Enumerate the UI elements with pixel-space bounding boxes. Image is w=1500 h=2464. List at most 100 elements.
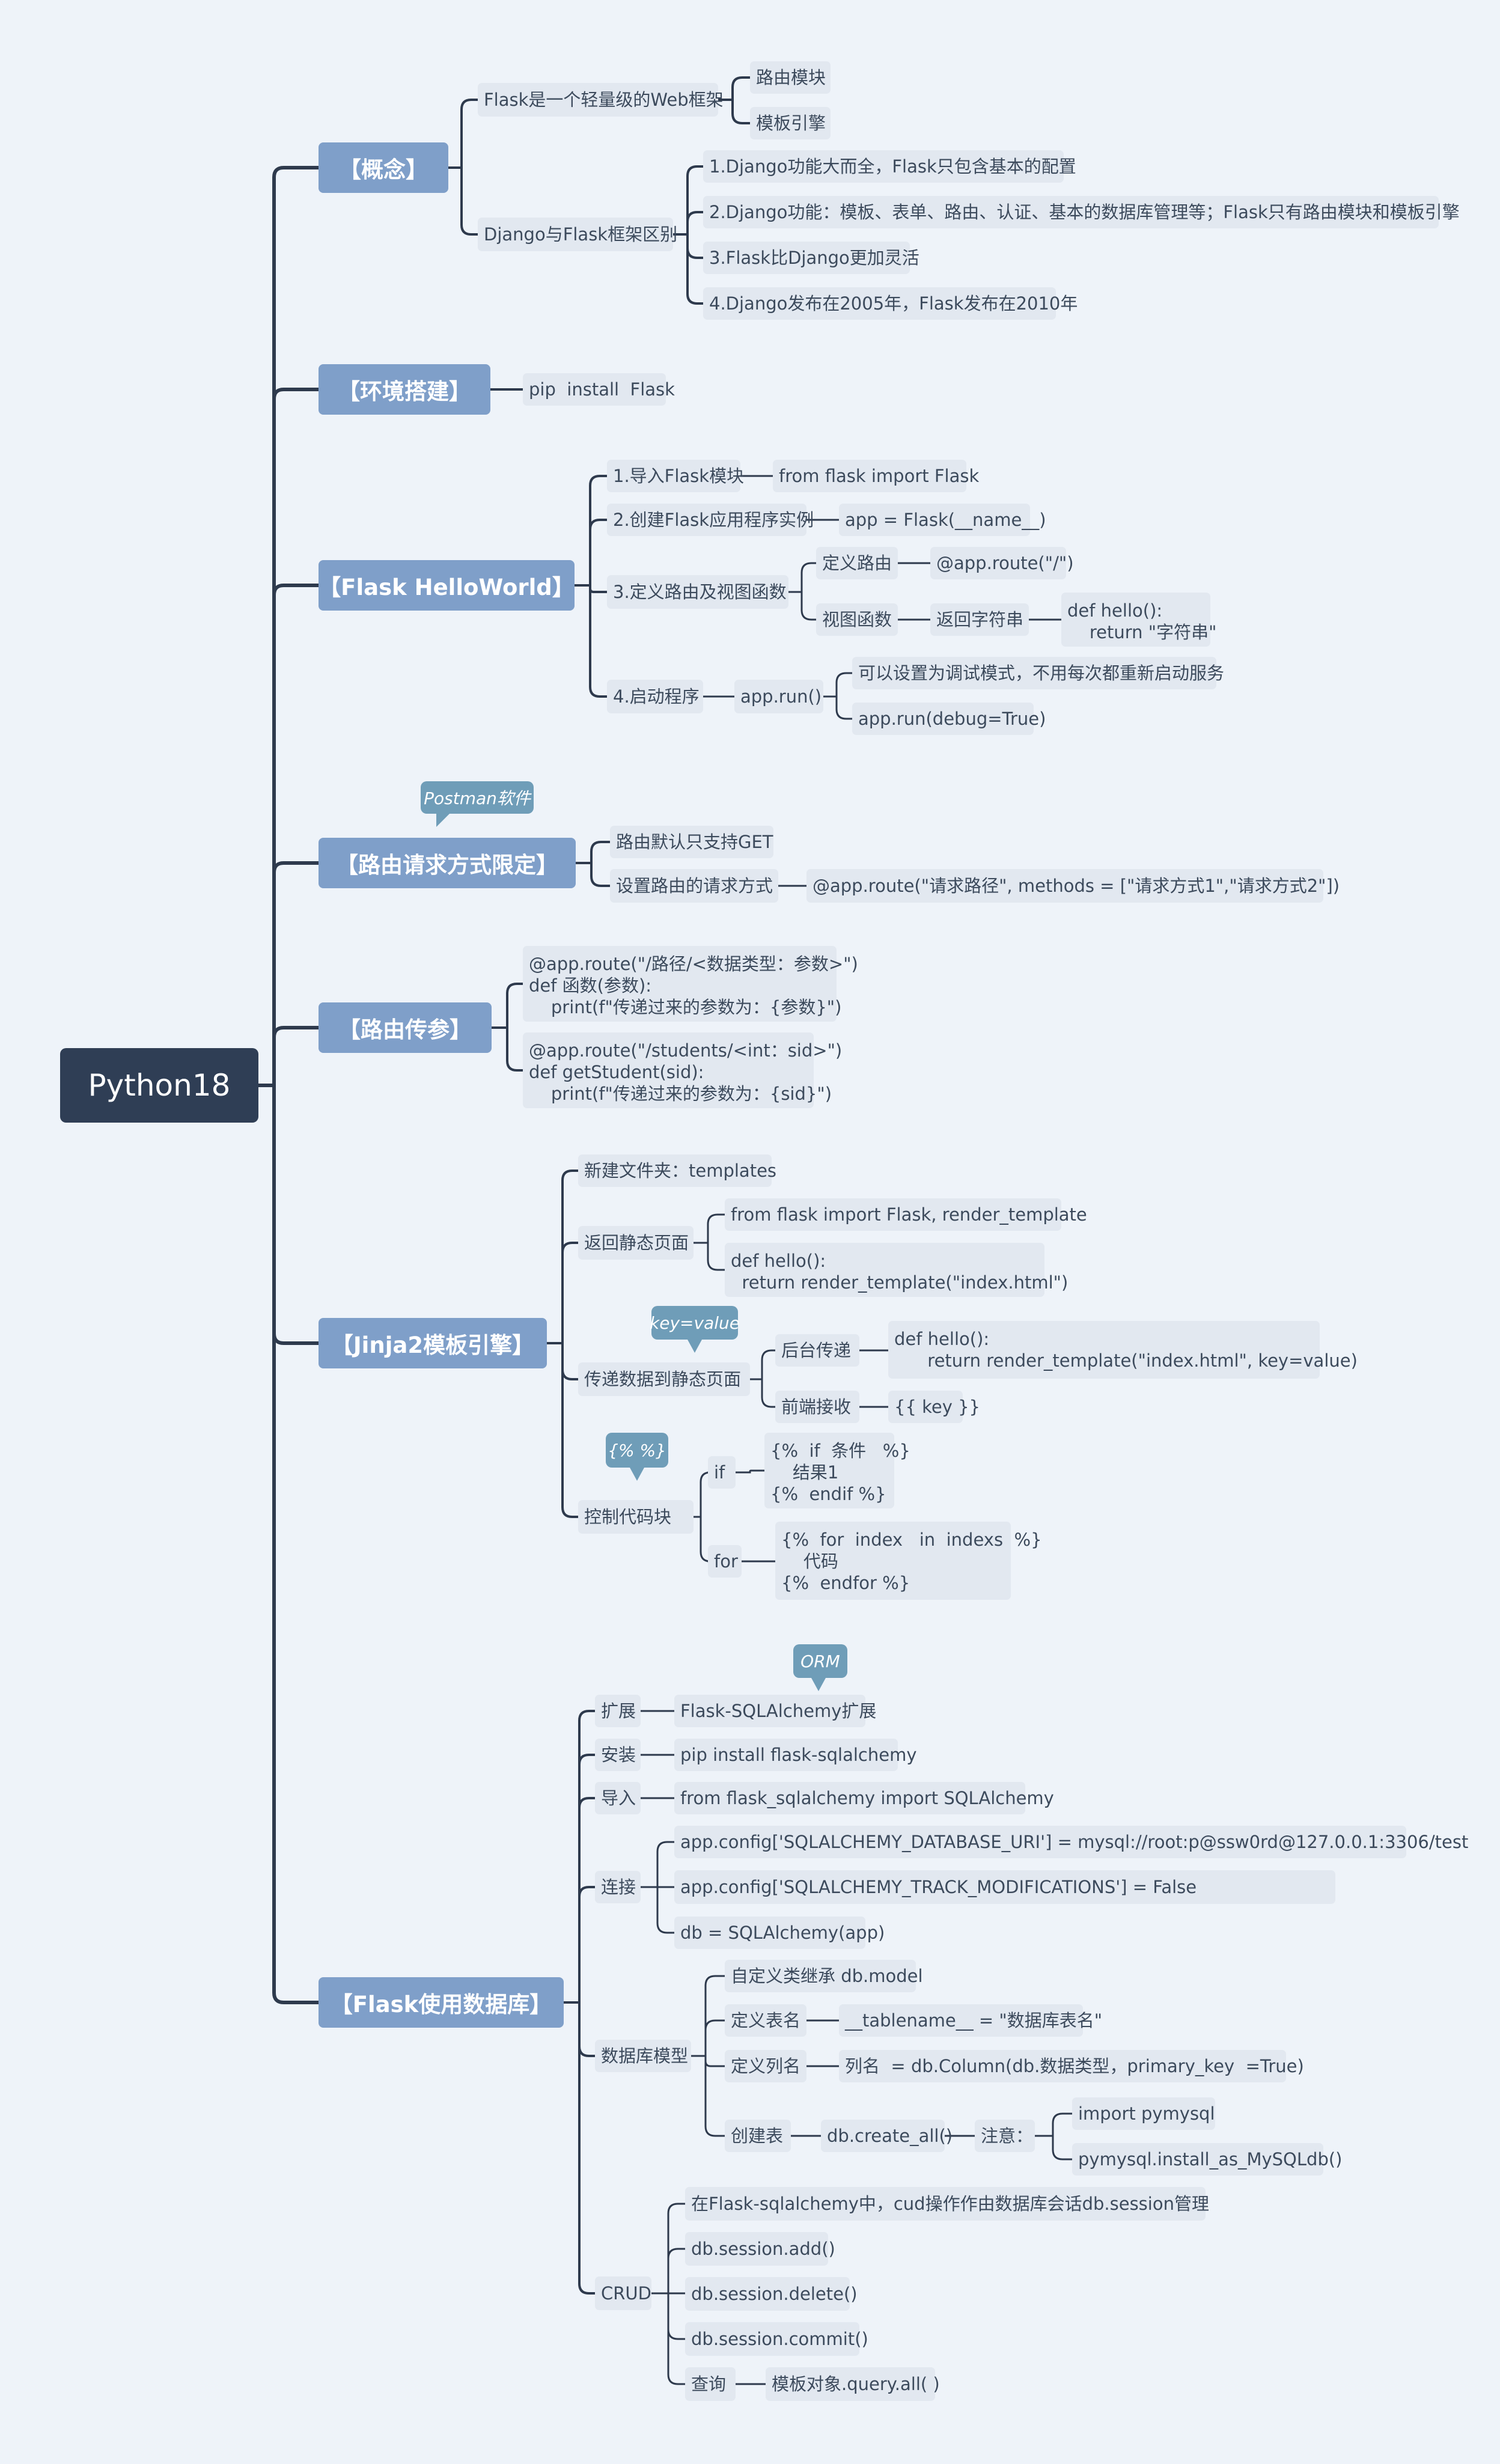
edge-root-topic-branch-jinja bbox=[257, 1084, 320, 1345]
node-custom-class[interactable]: 自定义类继承 db.model bbox=[725, 1960, 923, 1992]
branch-jinja[interactable]: 【Jinja2模板引擎】 bbox=[319, 1318, 547, 1368]
node-if-code[interactable]: {% if 条件 %} 结果1 {% endif %} bbox=[764, 1433, 910, 1508]
node-static-page[interactable]: 返回静态页面 bbox=[578, 1226, 694, 1260]
node-step2-code[interactable]: app = Flask(__name__) bbox=[839, 504, 1046, 536]
node-def-hello[interactable]: def hello(): return render_template("ind… bbox=[725, 1243, 1068, 1297]
edge-node-model-node-table-name bbox=[690, 2019, 726, 2057]
node-pip-install[interactable]: pip install Flask bbox=[523, 373, 675, 406]
node-extend-val[interactable]: Flask-SQLAlchemy扩展 bbox=[674, 1695, 876, 1727]
node-import-rt[interactable]: from flask import Flask, render_template bbox=[725, 1198, 1087, 1231]
node-diff-2[interactable]: 2.Django功能：模板、表单、路由、认证、基本的数据库管理等；Flask只有… bbox=[703, 196, 1460, 228]
node-col-name[interactable]: 定义列名 bbox=[725, 2050, 806, 2082]
callout-key-value: key=value bbox=[650, 1306, 740, 1353]
node-for[interactable]: for bbox=[708, 1545, 742, 1578]
edge-branch-db-node-crud bbox=[562, 2001, 596, 2295]
node-connect[interactable]: 连接 bbox=[595, 1871, 641, 1903]
node-crud-note[interactable]: 在Flask-sqlalchemy中，cud操作作由数据库会话db.sessio… bbox=[685, 2187, 1209, 2221]
node-template-engine[interactable]: 模板引擎 bbox=[750, 107, 831, 139]
branch-env[interactable]: 【环境搭建】 bbox=[319, 364, 490, 415]
node-conn-1[interactable]: app.config['SQLALCHEMY_DATABASE_URI'] = … bbox=[674, 1826, 1468, 1858]
node-query-val[interactable]: 模板对象.query.all( ) bbox=[766, 2367, 940, 2401]
node-import-val[interactable]: from flask_sqlalchemy import SQLAlchemy bbox=[674, 1782, 1054, 1814]
node-note-1[interactable]: import pymysql bbox=[1072, 2097, 1215, 2130]
node-frontend-code[interactable]: {{ key }} bbox=[888, 1391, 980, 1423]
node-create-table[interactable]: 创建表 bbox=[725, 2120, 791, 2152]
node-table-name[interactable]: 定义表名 bbox=[725, 2004, 806, 2037]
edge-branch-methods-node-default-get bbox=[575, 841, 611, 864]
node-table-name-val[interactable]: __tablename__ = "数据库表名" bbox=[839, 2004, 1102, 2037]
edge-root-topic-branch-concept bbox=[257, 166, 320, 1087]
edge-node-django-vs-flask-node-diff-1 bbox=[672, 165, 704, 236]
branch-params[interactable]: 【路由传参】 bbox=[319, 1002, 492, 1053]
node-note[interactable]: 注意： bbox=[975, 2120, 1035, 2152]
node-set-methods[interactable]: 设置路由的请求方式 bbox=[610, 869, 778, 903]
node-if[interactable]: if bbox=[708, 1456, 736, 1489]
branch-hello[interactable]: 【Flask HelloWorld】 bbox=[319, 560, 575, 611]
node-note-2[interactable]: pymysql.install_as_MySQLdb() bbox=[1072, 2143, 1342, 2176]
node-step1[interactable]: 1.导入Flask模块 bbox=[607, 460, 744, 492]
node-extend[interactable]: 扩展 bbox=[595, 1695, 641, 1727]
branch-methods[interactable]: 【路由请求方式限定】 bbox=[319, 838, 576, 888]
node-methods-code[interactable]: @app.route("请求路径", methods = ["请求方式1","请… bbox=[806, 869, 1340, 903]
branch-db[interactable]: 【Flask使用数据库】 bbox=[319, 1977, 564, 2028]
edge-root-topic-branch-methods bbox=[257, 861, 320, 1087]
node-add[interactable]: db.session.add() bbox=[685, 2232, 835, 2266]
node-debug-code[interactable]: app.run(debug=True) bbox=[852, 703, 1046, 735]
edge-branch-jinja-node-static-page bbox=[546, 1242, 579, 1344]
node-crud[interactable]: CRUD bbox=[595, 2276, 651, 2310]
node-diff-1[interactable]: 1.Django功能大而全，Flask只包含基本的配置 bbox=[703, 150, 1076, 183]
node-create-all[interactable]: db.create_all() bbox=[821, 2120, 953, 2152]
node-delete[interactable]: db.session.delete() bbox=[685, 2277, 858, 2311]
root-topic[interactable]: Python18 bbox=[60, 1048, 258, 1123]
edge-root-topic-branch-params bbox=[257, 1026, 320, 1087]
node-django-vs-flask[interactable]: Django与Flask框架区别 bbox=[478, 218, 677, 251]
node-install[interactable]: 安装 bbox=[595, 1739, 641, 1771]
node-return-str-code[interactable]: def hello(): return "字符串" bbox=[1061, 593, 1216, 647]
edge-branch-jinja-node-control bbox=[546, 1342, 579, 1518]
node-define-route[interactable]: 定义路由 bbox=[816, 547, 898, 579]
node-step4[interactable]: 4.启动程序 bbox=[607, 680, 703, 713]
node-col-name-val[interactable]: 列名 = db.Column(db.数据类型，primary_key =True… bbox=[839, 2050, 1304, 2082]
node-diff-3[interactable]: 3.Flask比Django更加灵活 bbox=[703, 242, 919, 274]
node-routing-module[interactable]: 路由模块 bbox=[750, 61, 831, 94]
callout-postman: Postman软件 bbox=[421, 781, 534, 827]
node-default-get[interactable]: 路由默认只支持GET bbox=[610, 826, 773, 858]
node-params-code-1[interactable]: @app.route("/路径/<数据类型：参数>") def 函数(参数): … bbox=[523, 946, 858, 1022]
node-commit[interactable]: db.session.commit() bbox=[685, 2322, 868, 2356]
node-step3[interactable]: 3.定义路由及视图函数 bbox=[607, 575, 788, 609]
node-query[interactable]: 查询 bbox=[685, 2367, 736, 2401]
node-pass-data[interactable]: 传递数据到静态页面 bbox=[578, 1362, 750, 1396]
node-params-code-2[interactable]: @app.route("/students/<int：sid>") def ge… bbox=[523, 1032, 842, 1108]
node-step2[interactable]: 2.创建Flask应用程序实例 bbox=[607, 504, 814, 536]
node-for-code[interactable]: {% for index in indexs %} 代码 {% endfor %… bbox=[775, 1522, 1042, 1600]
edge-branch-hello-node-step4 bbox=[573, 584, 608, 698]
node-app-run[interactable]: app.run() bbox=[734, 680, 823, 713]
node-backend[interactable]: 后台传递 bbox=[775, 1334, 859, 1367]
node-control[interactable]: 控制代码块 bbox=[578, 1500, 694, 1534]
node-new-folder[interactable]: 新建文件夹：templates bbox=[578, 1154, 776, 1187]
node-backend-code[interactable]: def hello(): return render_template("ind… bbox=[888, 1321, 1358, 1379]
callout-percent: {% %} bbox=[606, 1433, 668, 1481]
node-view-func[interactable]: 视图函数 bbox=[816, 603, 898, 636]
node-flask-lightweight[interactable]: Flask是一个轻量级的Web框架 bbox=[478, 83, 724, 117]
node-conn-2[interactable]: app.config['SQLALCHEMY_TRACK_MODIFICATIO… bbox=[674, 1870, 1335, 1904]
node-debug-note[interactable]: 可以设置为调试模式，不用每次都重新启动服务 bbox=[852, 657, 1224, 689]
node-conn-3[interactable]: db = SQLAlchemy(app) bbox=[674, 1917, 885, 1949]
node-return-str[interactable]: 返回字符串 bbox=[930, 603, 1029, 636]
edge-node-crud-node-query bbox=[650, 2292, 686, 2385]
edge-branch-concept-node-flask-lightweight bbox=[447, 99, 479, 169]
edge-node-pass-data-node-backend bbox=[749, 1349, 776, 1380]
node-diff-4[interactable]: 4.Django发布在2005年，Flask发布在2010年 bbox=[703, 287, 1078, 320]
node-install-val[interactable]: pip install flask-sqlalchemy bbox=[674, 1739, 917, 1771]
node-define-route-code[interactable]: @app.route("/") bbox=[930, 547, 1074, 579]
node-frontend[interactable]: 前端接收 bbox=[775, 1391, 859, 1423]
node-model[interactable]: 数据库模型 bbox=[595, 2040, 691, 2072]
edge-node-flask-lightweight-node-routing-module bbox=[717, 76, 751, 101]
edge-node-crud-node-add bbox=[650, 2248, 686, 2295]
edge-branch-params-node-params-code-1 bbox=[490, 983, 524, 1029]
edge-node-model-node-col-name bbox=[690, 2055, 726, 2067]
branch-concept[interactable]: 【概念】 bbox=[319, 142, 448, 193]
node-step1-code[interactable]: from flask import Flask bbox=[773, 460, 979, 492]
node-import[interactable]: 导入 bbox=[595, 1782, 641, 1814]
